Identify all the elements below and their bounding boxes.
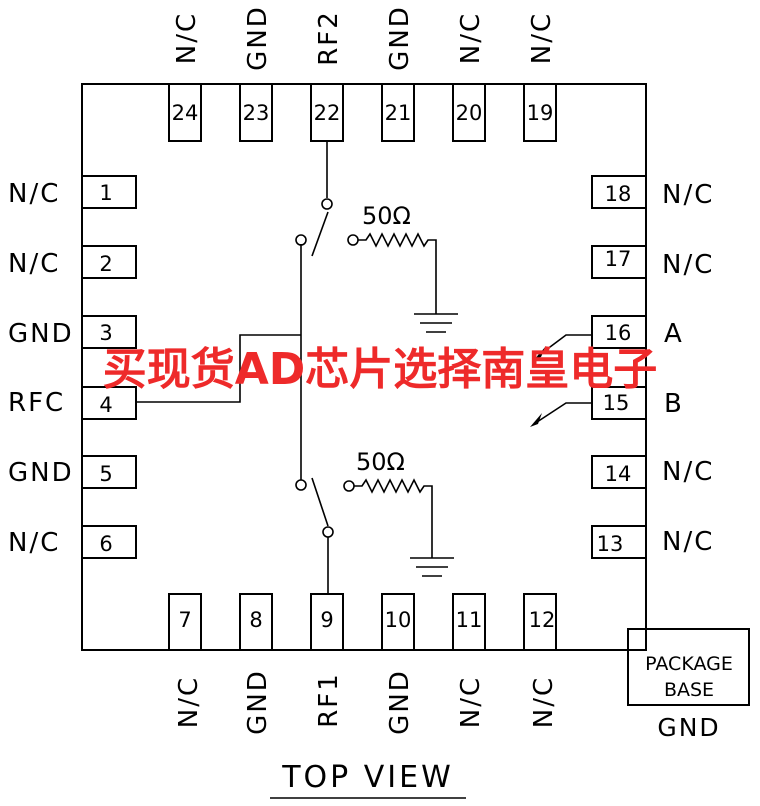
view-title: TOP VIEW xyxy=(281,760,454,795)
pin-17-name: N/C xyxy=(662,250,714,280)
pin-13-number: 13 xyxy=(597,532,624,556)
pin-18-number: 18 xyxy=(605,182,632,206)
pin-5-number: 5 xyxy=(99,462,112,486)
pin-23-name: GND xyxy=(243,5,273,71)
pin-12-name: N/C xyxy=(529,676,559,728)
right-pins: 18 17 16 15 14 13 N/C N/C A B N/C N/C xyxy=(591,175,714,559)
pin-9-name: RF1 xyxy=(314,672,344,728)
pin-1-name: N/C xyxy=(8,179,60,209)
pin-1-number: 1 xyxy=(99,181,112,205)
pin-9-number: 9 xyxy=(320,608,333,632)
package-base: PACKAGE BASE GND xyxy=(627,628,750,742)
pin-16-number: 16 xyxy=(605,321,632,345)
pin-3-number: 3 xyxy=(99,321,112,345)
pin-2-name: N/C xyxy=(8,249,60,279)
pin-14-name: N/C xyxy=(662,457,714,487)
pin-2-number: 2 xyxy=(99,252,112,276)
pin-11-name: N/C xyxy=(456,676,486,728)
watermark-text: 买现货AD芯片选择南皇电子 xyxy=(102,344,658,395)
pin-21-number: 21 xyxy=(385,101,412,125)
pin-14-number: 14 xyxy=(605,462,632,486)
pin-8-name: GND xyxy=(243,669,273,735)
pin-10-number: 10 xyxy=(385,608,412,632)
resistor-top-label: 50Ω xyxy=(362,202,411,230)
pin-22-number: 22 xyxy=(314,101,341,125)
pin-7-number: 7 xyxy=(178,608,191,632)
pin-19-name: N/C xyxy=(527,12,557,64)
pin-6-name: N/C xyxy=(8,528,60,558)
pin-4-number: 4 xyxy=(99,393,112,417)
pin-20-number: 20 xyxy=(456,101,483,125)
pin-11-number: 11 xyxy=(456,608,483,632)
pin-7-name: N/C xyxy=(174,676,204,728)
pin-24-number: 24 xyxy=(172,101,199,125)
pin-16-name: A xyxy=(664,319,684,349)
top-pins: 24 23 22 21 20 19 N/C GND RF2 GND N/C N/… xyxy=(168,5,557,142)
pin-8-number: 8 xyxy=(249,608,262,632)
bottom-pins: 7 8 9 10 11 12 N/C GND RF1 GND N/C N/C xyxy=(168,593,559,735)
switch-schematic: 50Ω 50Ω xyxy=(136,141,592,594)
package-base-label-line1: PACKAGE xyxy=(645,653,733,675)
pin-22-name: RF2 xyxy=(314,10,344,66)
pin-19-number: 19 xyxy=(527,101,554,125)
resistor-bottom-label: 50Ω xyxy=(356,448,405,476)
pin-6-number: 6 xyxy=(99,532,112,556)
package-base-gnd-label: GND xyxy=(657,713,720,742)
pin-10-name: GND xyxy=(385,669,415,735)
pin-3-name: GND xyxy=(8,319,74,349)
pin-17-number: 17 xyxy=(605,247,632,271)
pin-13-name: N/C xyxy=(662,527,714,557)
pin-24-name: N/C xyxy=(172,12,202,64)
pin-21-name: GND xyxy=(385,5,415,71)
left-pins: 1 2 3 4 5 6 N/C N/C GND RFC GND N/C xyxy=(8,175,137,559)
package-body xyxy=(81,83,647,651)
pin-5-name: GND xyxy=(8,458,74,488)
pin-12-number: 12 xyxy=(529,608,556,632)
package-base-label-line2: BASE xyxy=(664,679,714,701)
pin-20-name: N/C xyxy=(456,12,486,64)
pin-15-name: B xyxy=(664,389,684,419)
pin-15-number: 15 xyxy=(603,391,630,415)
pin-18-name: N/C xyxy=(662,180,714,210)
pin-4-name: RFC xyxy=(8,388,65,418)
pin-23-number: 23 xyxy=(243,101,270,125)
